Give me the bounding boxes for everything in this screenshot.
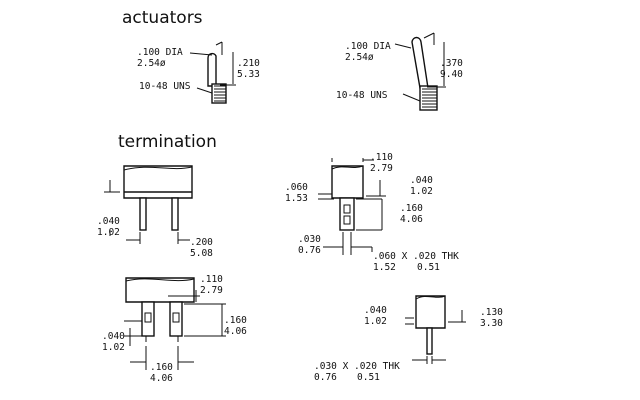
term-single-left-mm: 1.02 [364, 316, 387, 327]
term-side-bot-in: .030 [298, 234, 321, 245]
actuator-long-dia-in: .100 DIA [345, 41, 391, 52]
term-side-left-mm: 1.53 [285, 193, 308, 204]
term-pc-drawing [124, 277, 226, 370]
body-top-edge [415, 295, 446, 300]
term-pc-space-mm: 4.06 [150, 373, 173, 384]
term-single-thk-mm1: 0.76 [314, 372, 337, 383]
term-side-drawing [318, 158, 386, 255]
tab-right-hole [172, 312, 180, 323]
term-side-thk-mm1: 1.52 [373, 262, 396, 273]
leader-line [402, 93, 421, 102]
term-straight-space-in: .200 [190, 237, 213, 248]
term-side-right-mm: 1.02 [410, 186, 433, 197]
term-side-h-mm: 4.06 [400, 214, 423, 225]
term-side-thk-in: .060 X .020 THK [373, 251, 459, 262]
term-side-bot-mm: 0.76 [298, 245, 321, 256]
actuator-short-h-in: .210 [237, 58, 260, 69]
actuator-short-bushing [211, 83, 227, 104]
term-pc-left-in: .040 [102, 331, 125, 342]
actuator-short-dia-in: .100 DIA [137, 47, 183, 58]
term-pc-right-in: .160 [224, 315, 247, 326]
dimension-lines [394, 32, 446, 88]
actuator-short-thread: 10-48 UNS [139, 81, 191, 92]
switch-body-single [415, 295, 446, 329]
term-pc-space-in: .160 [150, 362, 173, 373]
actuator-short-h-mm: 5.33 [237, 69, 260, 80]
term-side-h-in: .160 [400, 203, 423, 214]
term-single-right-mm: 3.30 [480, 318, 503, 329]
leader-line [196, 87, 213, 94]
term-straight-pin-mm: 1.02 [97, 227, 120, 238]
tab-hole-lower [343, 215, 351, 225]
term-pc-right-mm: 4.06 [224, 326, 247, 337]
heading-actuators: actuators [122, 8, 203, 28]
terminal-tab [339, 197, 355, 231]
actuator-short-stem [207, 52, 217, 87]
term-single-left-in: .040 [364, 305, 387, 316]
term-pc-left-mm: 1.02 [102, 342, 125, 353]
thread-lines [422, 88, 437, 108]
term-side-top-mm: 2.79 [370, 163, 393, 174]
term-single-drawing [405, 295, 466, 364]
dimension-lines [189, 41, 236, 86]
term-straight-pin-in: .040 [97, 216, 120, 227]
dimension-lines [124, 290, 226, 370]
dimension-lines [104, 180, 190, 244]
term-single-right-in: .130 [480, 307, 503, 318]
pin-left [139, 197, 147, 231]
dimension-lines [405, 310, 466, 364]
tab-left-hole [144, 312, 152, 323]
term-straight-space-mm: 5.08 [190, 248, 213, 259]
dimension-lines [318, 158, 386, 255]
actuator-long-h-in: .370 [440, 58, 463, 69]
switch-body [123, 165, 193, 199]
term-side-left-in: .060 [285, 182, 308, 193]
body-top-edge [331, 165, 364, 170]
actuator-long-dia-mm: 2.54ø [345, 52, 374, 63]
pin-right [171, 197, 179, 231]
term-straight-drawing [104, 165, 193, 244]
heading-termination: termination [118, 132, 217, 152]
thread-lines [214, 85, 226, 102]
actuator-long-stem [411, 36, 429, 89]
term-single-thk-in: .030 X .020 THK [314, 361, 400, 372]
term-side-thk-mm2: 0.51 [417, 262, 440, 273]
term-side-right-in: .040 [410, 175, 433, 186]
actuator-long-h-mm: 9.40 [440, 69, 463, 80]
tab-hole-upper [343, 204, 351, 214]
body-top-edge [123, 166, 193, 171]
pin-single [426, 327, 433, 355]
tab-right [169, 301, 183, 337]
term-side-top-in: .110 [370, 152, 393, 163]
switch-body-side [331, 165, 364, 199]
tab-left [141, 301, 155, 337]
switch-body-pc [125, 277, 195, 303]
actuator-long-thread: 10-48 UNS [336, 90, 388, 101]
term-pc-top-in: .110 [200, 274, 223, 285]
body-top-edge [125, 278, 195, 282]
term-pc-top-mm: 2.79 [200, 285, 223, 296]
actuator-short-drawing [189, 41, 236, 104]
actuator-long-drawing [394, 32, 446, 111]
actuator-short-dia-mm: 2.54ø [137, 58, 166, 69]
term-single-thk-mm2: 0.51 [357, 372, 380, 383]
